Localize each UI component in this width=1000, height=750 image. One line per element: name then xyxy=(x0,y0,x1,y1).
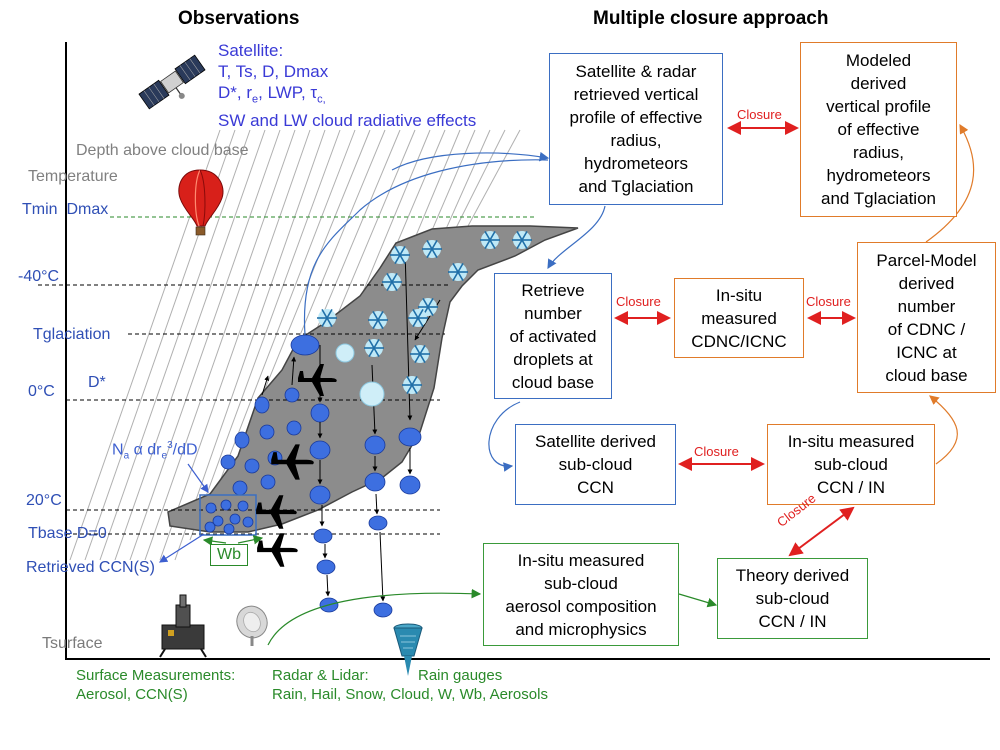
snowflake-icon xyxy=(512,230,532,250)
graupel-particles xyxy=(335,343,385,407)
snowflake-icon xyxy=(368,310,388,330)
aerosol-sample-box xyxy=(199,494,257,536)
satellite-line-4: SW and LW cloud radiative effects xyxy=(218,111,477,131)
radar-lidar-label: Radar & Lidar: Rain, Hail, Snow, Cloud, … xyxy=(272,667,548,703)
sat-radar-profile-box: Satellite & radar retrieved vertical pro… xyxy=(549,53,723,205)
arrow-insitu-to-parcel xyxy=(929,395,958,465)
insitu-cdnc-box: In-situ measured CDNC/ICNC xyxy=(674,278,804,358)
modeled-profile-box: Modeled derived vertical profile of effe… xyxy=(800,42,957,217)
arrow-parcel-to-modeled xyxy=(925,123,975,243)
arrow-to-retrieved-ccn xyxy=(158,533,205,563)
temperature-label: Temperature xyxy=(28,168,118,185)
arrow-wb-to-plane xyxy=(237,535,264,545)
snowflake-icon xyxy=(408,308,428,328)
base-droplets xyxy=(204,499,254,535)
tmin-dmax-label: Tmin Dmax xyxy=(22,201,109,218)
ccn-counter-icon xyxy=(159,594,207,658)
closure-arrows xyxy=(614,121,856,557)
parcel-model-box: Parcel-Model derived number of CDNC / IC… xyxy=(857,242,996,393)
arrow-scan-to-satbox xyxy=(391,151,550,171)
arrow-na-to-box xyxy=(187,463,209,493)
snowflake-icon xyxy=(480,230,500,250)
closure-label-2: Closure xyxy=(616,294,661,309)
rain-gauge-icon xyxy=(393,623,423,676)
snowflake-icon xyxy=(410,344,430,364)
balloon-icon xyxy=(178,169,224,236)
snowflakes xyxy=(317,230,532,395)
radar-dish-icon xyxy=(236,605,268,646)
arrow-wb-to-base xyxy=(202,536,227,546)
arrow-cloud-to-satbox xyxy=(303,159,549,336)
surface-measurements-label: Surface Measurements: Aerosol, CCN(S) xyxy=(76,667,236,703)
closure-label-4: Closure xyxy=(694,444,739,459)
dstar-label: D* xyxy=(88,374,106,391)
tglaciation-label: Tglaciation xyxy=(33,326,111,343)
snowflake-icon xyxy=(364,338,384,358)
minus40-label: -40°C xyxy=(18,268,60,285)
rain-gauges-label: Rain gauges xyxy=(418,667,503,684)
arrow-retrieve-to-satccn xyxy=(488,401,521,472)
aerosol-composition-box: In-situ measured sub-cloud aerosol compo… xyxy=(483,543,679,646)
snowflake-icon xyxy=(317,308,337,328)
retrieve-droplets-box: Retrieve number of activated droplets at… xyxy=(494,273,612,399)
retrieved-ccn-label: Retrieved CCN(S) xyxy=(26,559,155,576)
aircraft-icon xyxy=(256,495,297,529)
rain-drops xyxy=(313,515,393,618)
insitu-ccn-box: In-situ measured sub-cloud CCN / IN xyxy=(767,424,935,505)
satellite-line-1: Satellite: xyxy=(218,41,284,60)
snowflake-icon xyxy=(382,272,402,292)
satellite-icon xyxy=(138,54,206,110)
arrow-satbox-to-retrieve xyxy=(547,205,606,270)
satellite-line-3: D*, re, LWP, τc, xyxy=(218,83,326,106)
aircraft-icon xyxy=(271,444,314,480)
snowflake-icon xyxy=(402,375,422,395)
twenty-label: 20°C xyxy=(26,492,62,509)
zero-label: 0°C xyxy=(28,383,55,400)
cloud-droplets xyxy=(220,334,422,505)
tbase-label: Tbase D=0 xyxy=(28,525,107,542)
snowflake-icon xyxy=(390,245,410,265)
sat-derived-ccn-box: Satellite derived sub-cloud CCN xyxy=(515,424,676,505)
arrow-aerosol-to-theory xyxy=(678,593,718,608)
aircraft-icon xyxy=(257,533,298,567)
satellite-line-2: T, Ts, D, Dmax xyxy=(218,62,329,81)
snowflake-icon xyxy=(422,239,442,259)
closure-label-3: Closure xyxy=(806,294,851,309)
aircraft-icon xyxy=(298,364,337,396)
wb-label: Wb xyxy=(210,544,248,566)
aircraft-group xyxy=(256,364,337,567)
closure-label-1: Closure xyxy=(737,107,782,122)
observations-header: Observations xyxy=(178,8,300,29)
snowflake-icon xyxy=(448,262,468,282)
na-formula-label: Na α dre3/dD xyxy=(112,440,198,462)
depth-label: Depth above cloud base xyxy=(76,142,249,159)
tsurface-label: Tsurface xyxy=(42,635,103,652)
theory-ccn-box: Theory derived sub-cloud CCN / IN xyxy=(717,558,868,639)
arrow-radar-to-aerosol xyxy=(267,588,482,646)
satellite-label: Satellite: T, Ts, D, Dmax D*, re, LWP, τ… xyxy=(218,40,476,131)
closure-approach-header: Multiple closure approach xyxy=(593,8,829,29)
